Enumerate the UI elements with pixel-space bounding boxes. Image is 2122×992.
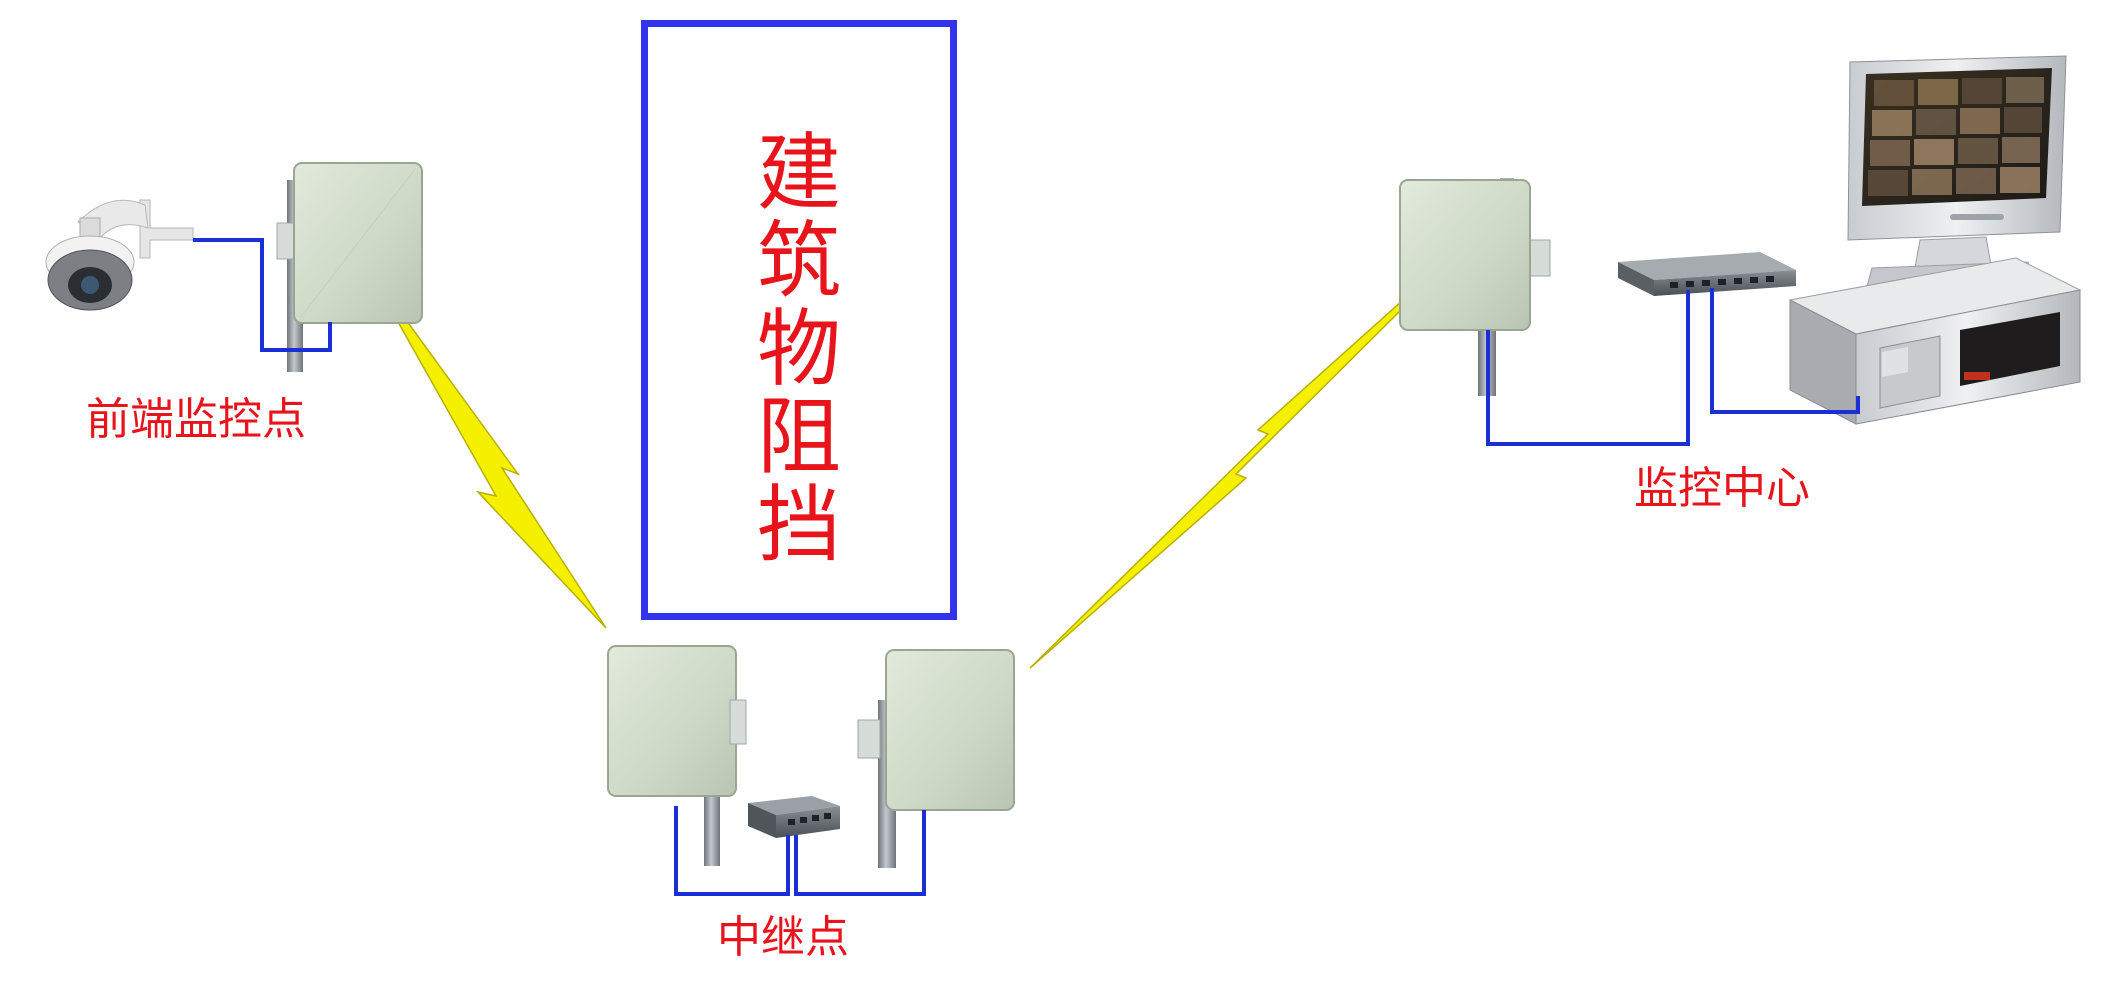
relay-cable-right bbox=[794, 810, 926, 896]
control-center-label: 监控中心 bbox=[1634, 463, 1810, 514]
obstacle-label-char: 物 bbox=[756, 300, 841, 398]
front-site-label: 前端监控点 bbox=[86, 394, 306, 445]
relay-switch bbox=[748, 796, 840, 838]
obstacle-label-char: 阻 bbox=[756, 388, 841, 486]
wireless-link-left bbox=[388, 300, 607, 629]
obstacle-label-char: 挡 bbox=[756, 476, 841, 574]
monitor-icon bbox=[1847, 55, 2067, 291]
center-cable-antenna bbox=[1486, 290, 1690, 446]
wireless-link-right bbox=[1029, 298, 1409, 669]
relay-antenna-right bbox=[857, 649, 1015, 868]
panel-antenna-icon bbox=[1399, 179, 1531, 331]
front-cable bbox=[193, 238, 332, 352]
obstacle-label: 建筑物阻挡 bbox=[648, 129, 950, 569]
obstacle-label-char: 筑 bbox=[756, 212, 841, 310]
rack-recorder-icon bbox=[1788, 257, 2082, 425]
center-cable-recorder bbox=[1710, 288, 1860, 414]
front-antenna bbox=[276, 162, 423, 372]
relay-site-label: 中继点 bbox=[717, 912, 849, 963]
relay-antenna-left bbox=[607, 645, 747, 866]
obstacle-label-char: 建 bbox=[756, 124, 841, 222]
center-antenna bbox=[1399, 178, 1551, 396]
panel-antenna-icon bbox=[885, 649, 1015, 811]
center-switch bbox=[1618, 252, 1796, 296]
relay-cable-left bbox=[674, 806, 790, 896]
building-obstacle-box: 建筑物阻挡 bbox=[641, 20, 957, 620]
panel-antenna-icon bbox=[607, 645, 737, 797]
ptz-dome-camera-icon bbox=[45, 199, 194, 311]
